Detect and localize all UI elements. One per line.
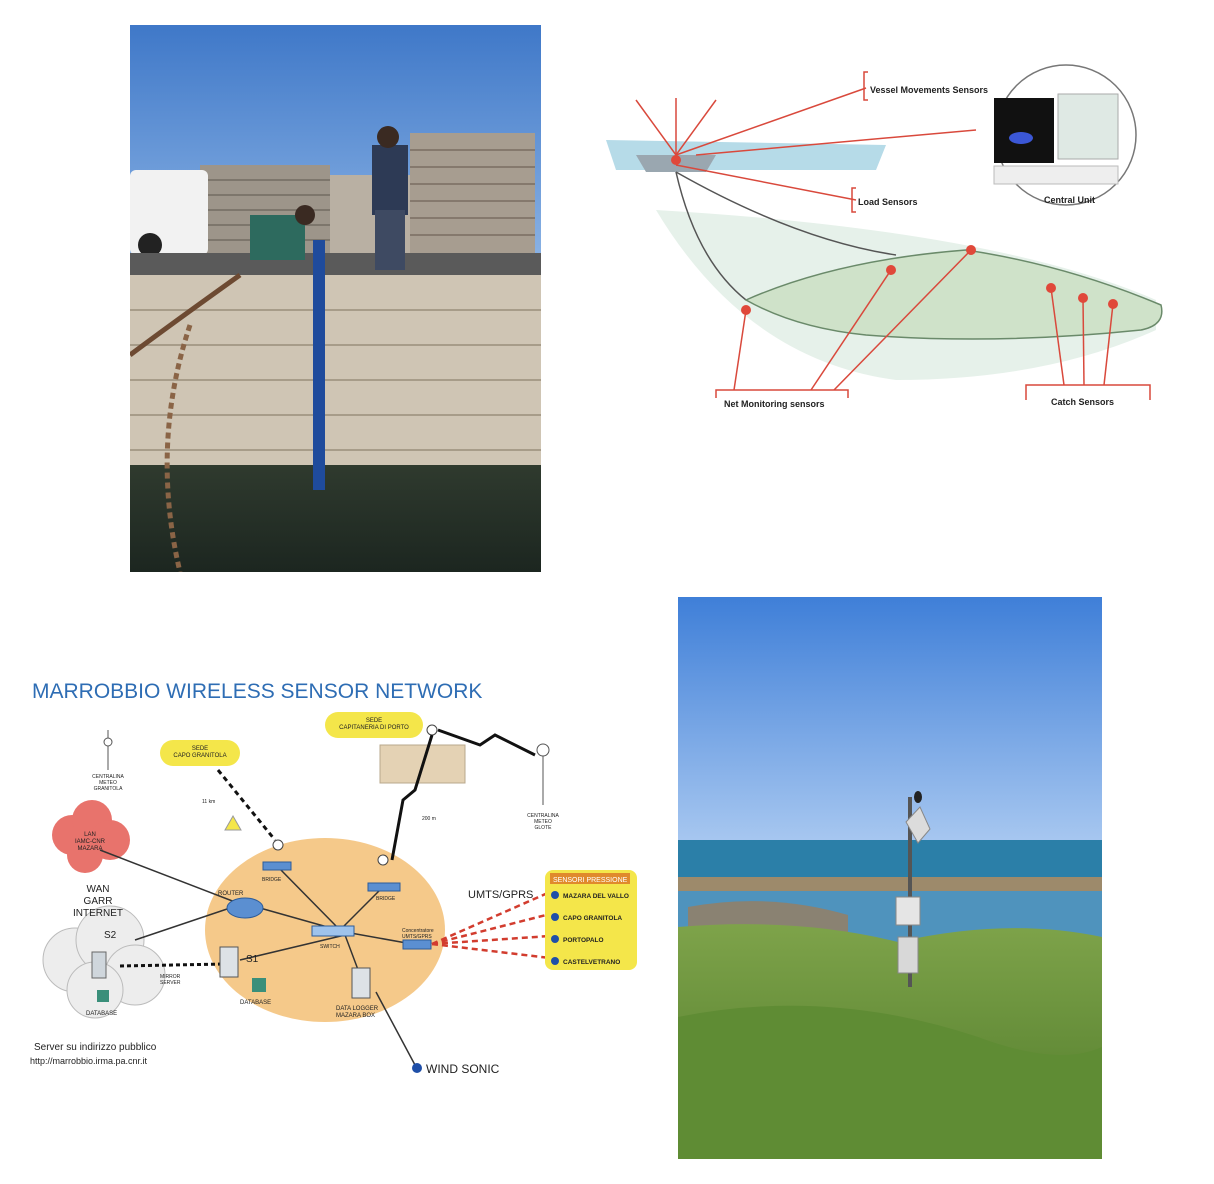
km-label: 11 km <box>202 799 215 805</box>
capitaneria-antenna-icon <box>426 724 438 736</box>
pressure-title: SENSORI PRESSIONE <box>553 877 628 884</box>
database1-icon <box>252 978 266 992</box>
switch-label: SWITCH <box>320 944 340 950</box>
catch-sensors-label: Catch Sensors <box>1051 397 1114 407</box>
pressure-title-bar <box>550 873 630 884</box>
pressure-site-dot <box>551 891 559 899</box>
switch-icon <box>311 925 355 937</box>
database2-icon <box>97 990 109 1002</box>
centralina-right-icon <box>536 743 550 805</box>
router-label: ROUTER <box>218 891 244 897</box>
database2-label: DATABASE <box>86 1011 117 1017</box>
datalogger-icon <box>351 967 371 999</box>
fishing-net-sensor-diagram: Central Unit Vessel Movements Sensors Lo… <box>596 60 1176 420</box>
s2-label: S2 <box>104 930 117 941</box>
lan-cloud <box>52 800 130 873</box>
database1-label: DATABASE <box>240 1000 271 1006</box>
wind-sonic-label: WIND SONIC <box>426 1062 500 1076</box>
net-monitoring-label: Net Monitoring sensors <box>724 399 825 409</box>
bridge-right-icon <box>367 882 401 892</box>
m-label: 200 m <box>422 816 436 822</box>
bridge-right-antenna-icon <box>377 854 389 866</box>
photo-coastal-station <box>678 597 1102 1159</box>
umts-label: UMTS/GPRS <box>468 889 533 901</box>
central-unit-label: Central Unit <box>1044 195 1095 205</box>
sede-capitaneria-badge <box>325 712 423 738</box>
pressure-site-dot <box>551 957 559 965</box>
pressure-sensors-box <box>545 870 637 970</box>
server-note: Server su indirizzo pubblico <box>34 1042 157 1053</box>
s1-label: S1 <box>246 954 259 965</box>
pressure-site-dot <box>551 913 559 921</box>
network-title: MARROBBIO WIRELESS SENSOR NETWORK <box>32 680 482 703</box>
bridge-left-antenna-icon <box>272 839 284 851</box>
pressure-site-label: CAPO GRANITOLA <box>563 915 622 922</box>
centralina-left-icon <box>103 730 113 770</box>
wind-sonic-dot <box>412 1063 422 1073</box>
photo-coastal-station-image <box>678 597 1102 1159</box>
server-url: http://marrobbio.irma.pa.cnr.it <box>30 1056 148 1066</box>
bridge-right-label: BRIDGE <box>376 896 396 902</box>
bridge-left-label: BRIDGE <box>262 877 282 883</box>
s2-server-icon <box>91 951 107 979</box>
router-icon <box>226 897 264 919</box>
pressure-site-label: CASTELVETRANO <box>563 959 620 966</box>
bridge-left-icon <box>262 861 292 871</box>
photo-harbour-quay <box>130 25 541 572</box>
fishing-net-sensor-diagram-svg: Central Unit Vessel Movements Sensors Lo… <box>606 64 1163 409</box>
sede-granitola-badge <box>160 740 240 766</box>
pressure-site-label: MAZARA DEL VALLO <box>563 893 629 900</box>
s1-server-icon <box>219 946 239 978</box>
load-sensors-label: Load Sensors <box>858 197 918 207</box>
concentrator-icon <box>402 939 432 950</box>
photo-harbour-quay-image <box>130 25 541 572</box>
warning-icon <box>224 814 242 831</box>
pressure-site-label: PORTOPALO <box>563 937 604 944</box>
vessel-movements-label: Vessel Movements Sensors <box>870 85 988 95</box>
pressure-site-dot <box>551 935 559 943</box>
